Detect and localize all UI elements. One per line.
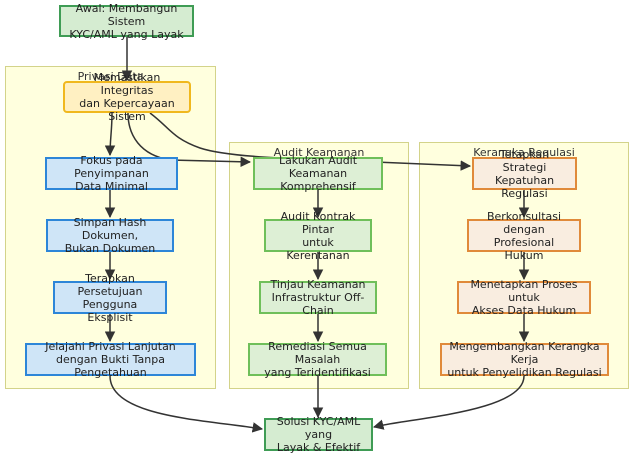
node-fokus[interactable]: Fokus pada Penyimpanan Data Minimal: [45, 154, 178, 193]
cluster-title: Audit Keamanan: [273, 146, 365, 159]
node-persetujuan[interactable]: Terapkan Persetujuan Pengguna Eksplisit: [53, 272, 167, 324]
node-hash[interactable]: Simpan Hash Dokumen, Bukan Dokumen: [46, 216, 174, 255]
node-end[interactable]: Solusi KYC/AML yang Layak & Efektif: [264, 415, 373, 454]
edge-integritas-strategi: [149, 112, 472, 171]
node-start[interactable]: Awal: Membangun Sistem KYC/AML yang Laya…: [59, 2, 194, 41]
node-offchain[interactable]: Tinjau Keamanan Infrastruktur Off-Chain: [259, 278, 377, 317]
node-strategi[interactable]: Tetapkan Strategi Kepatuhan Regulasi: [472, 148, 577, 200]
node-remediasi[interactable]: Remediasi Semua Masalah yang Teridentifi…: [248, 340, 387, 379]
edge-zk-end: [109, 375, 264, 433]
node-integritas[interactable]: Memastikan Integritas dan Kepercayaan Si…: [63, 71, 191, 123]
node-penyelidikan[interactable]: Mengembangkan Kerangka Kerja untuk Penye…: [440, 340, 609, 379]
node-zk[interactable]: Jelajahi Privasi Lanjutan dengan Bukti T…: [25, 340, 196, 379]
node-kontrak[interactable]: Audit Kontrak Pintar untuk Kerentanan: [264, 210, 372, 262]
node-akses[interactable]: Menetapkan Proses untuk Akses Data Hukum: [457, 278, 591, 317]
edge-penyelidikan-end: [372, 375, 525, 430]
node-konsultasi[interactable]: Berkonsultasi dengan Profesional Hukum: [467, 210, 581, 262]
node-audit[interactable]: Lakukan Audit Keamanan Komprehensif: [253, 154, 383, 193]
edge-integritas-fokus: [104, 112, 116, 157]
cluster-title: Kerangka Regulasi: [473, 146, 575, 159]
